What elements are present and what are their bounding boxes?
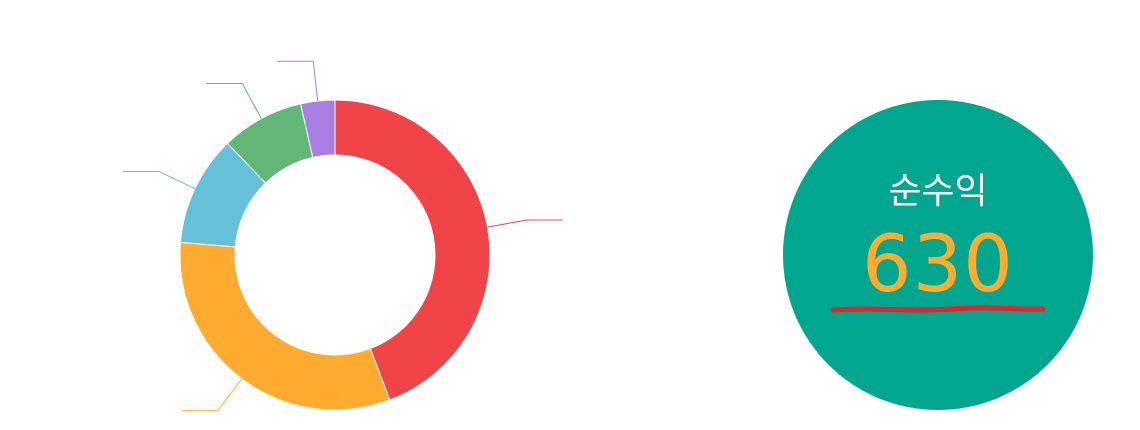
net-profit-label: 순수익 (888, 171, 988, 212)
underline-stroke (831, 305, 1045, 313)
donut-slice-2 (179, 241, 391, 411)
donut-slices (179, 99, 491, 411)
donut-chart (122, 60, 563, 412)
net-profit-value: 630 (862, 220, 1014, 310)
value-underline (831, 305, 1045, 313)
leader-line-3 (122, 170, 196, 190)
donut-slice-5 (300, 99, 336, 159)
leader-line-5 (277, 60, 319, 102)
leader-line-2 (181, 378, 243, 412)
donut-slice-1 (334, 99, 491, 401)
leader-line-4 (206, 82, 262, 119)
leader-line-1 (487, 219, 563, 228)
net-profit-card: 순수익 630 (783, 100, 1093, 410)
leader-lines (122, 60, 563, 412)
